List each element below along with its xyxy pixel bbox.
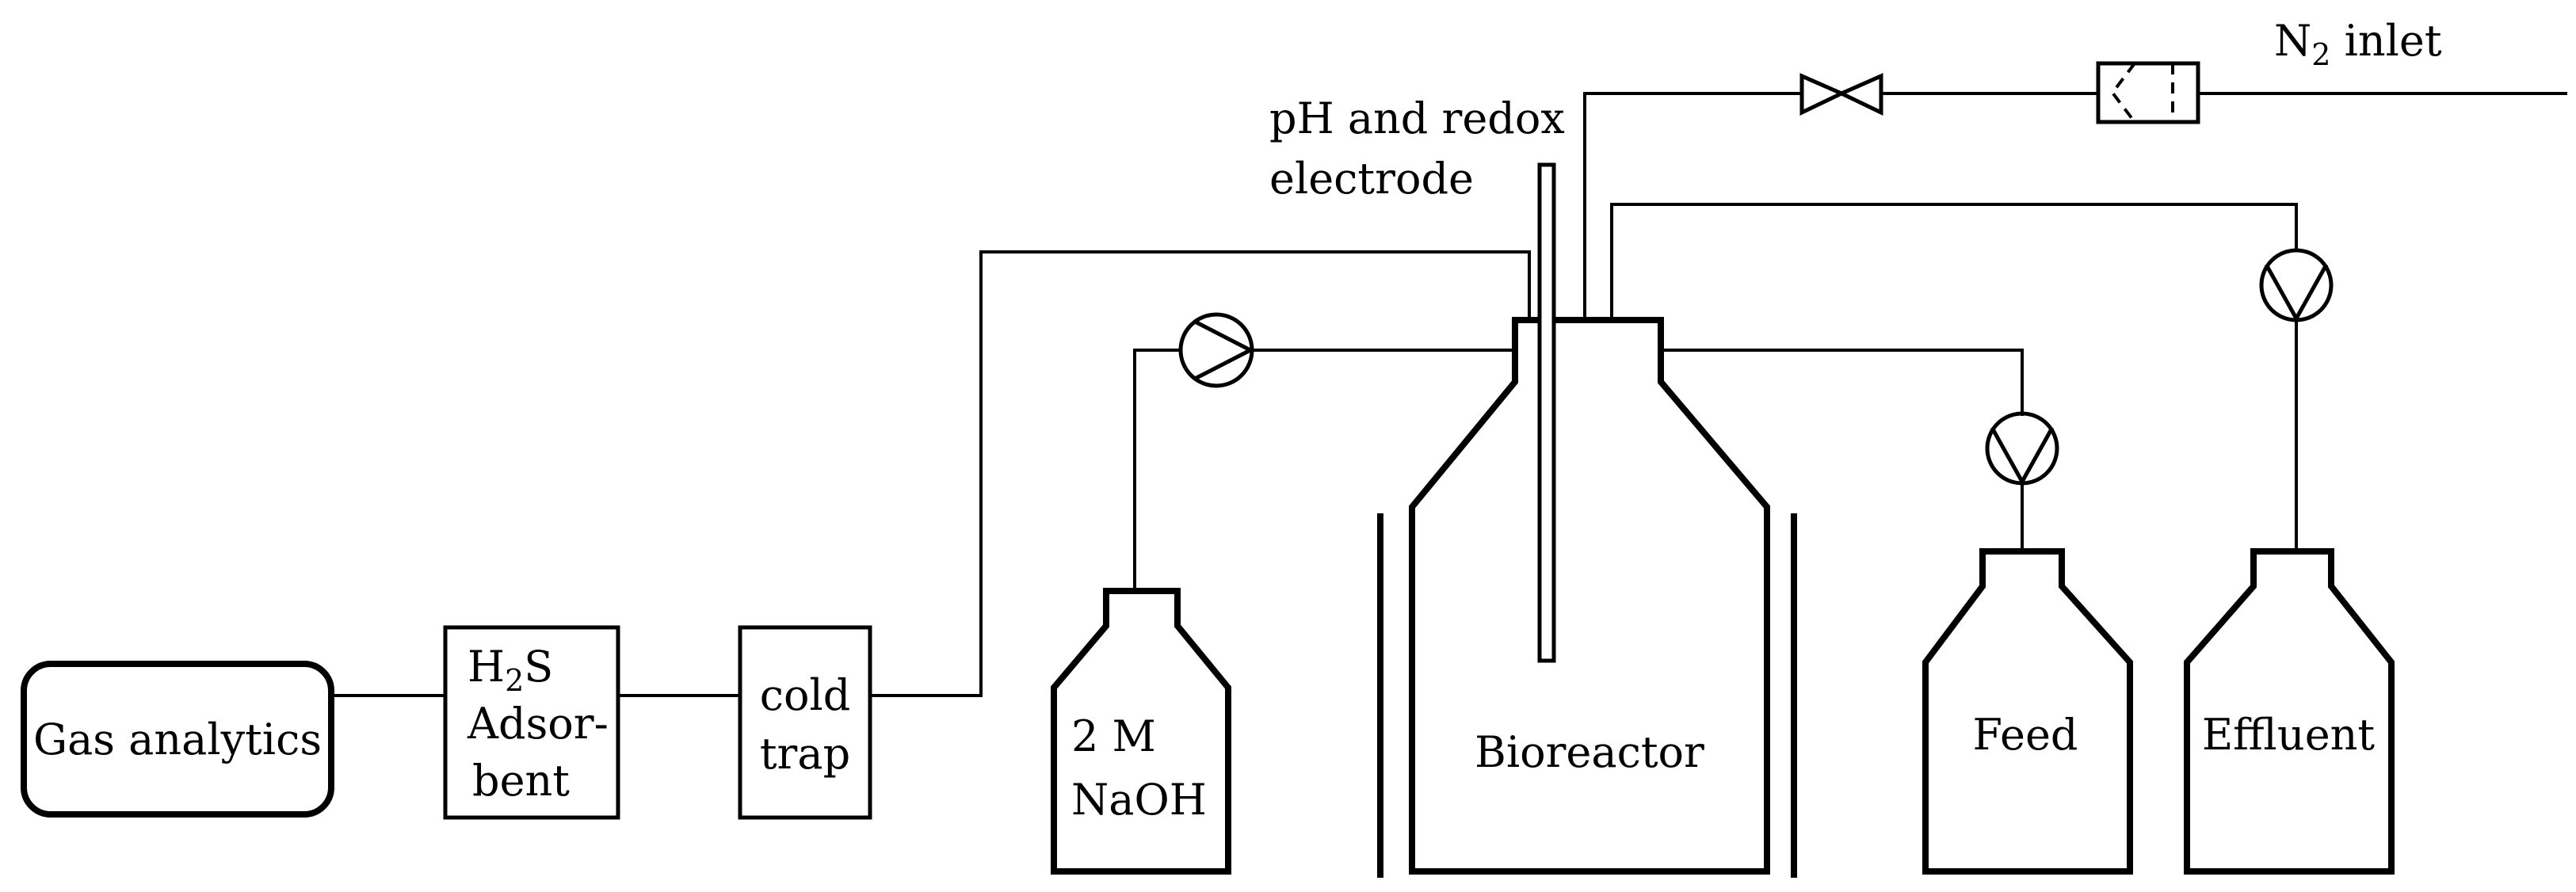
n2-inlet-label: N2 inlet (2274, 16, 2442, 72)
h2s-adsorbent-box (443, 625, 620, 820)
h2s-label-line1: H2S (467, 642, 553, 698)
cold-trap-label-line1: cold (760, 670, 851, 720)
gas-analytics-box (21, 661, 334, 818)
line-coldtrap-to-reactor (870, 250, 1531, 697)
h2s-label-line3: bent (472, 756, 570, 806)
naoh-label-line1: 2 M (1071, 711, 1156, 761)
effluent-pump-icon (2259, 248, 2334, 322)
naoh-pump-icon (1178, 312, 1254, 388)
filter-icon (2096, 61, 2200, 124)
feed-pump-icon (1985, 411, 2059, 486)
ph-redox-electrode (1537, 162, 1556, 663)
cold-trap-box (738, 625, 872, 820)
line-feed-pump-to-reactor (1661, 349, 2024, 416)
valve-icon (1799, 73, 1883, 116)
effluent-label: Effluent (2202, 710, 2376, 760)
line-naoh-to-pump (1133, 349, 1181, 591)
line-n2-to-reactor (1583, 92, 2567, 323)
feed-bottle (1922, 548, 2133, 875)
bioreactor-vessel (1409, 317, 1770, 875)
bioreactor-label: Bioreactor (1475, 727, 1704, 777)
electrode-label-line1: pH and redox (1269, 93, 1565, 143)
naoh-label-line2: NaOH (1071, 775, 1207, 825)
h2s-label-line2: Adsor- (467, 699, 609, 749)
feed-label: Feed (1973, 710, 2078, 760)
effluent-bottle (2184, 548, 2395, 875)
electrode-label-line2: electrode (1269, 154, 1474, 204)
gas-analytics-label: Gas analytics (33, 715, 322, 764)
naoh-bottle (1051, 588, 1231, 875)
cold-trap-label-line2: trap (760, 729, 850, 779)
line-reactor-to-effluent-pump (1610, 203, 2298, 323)
